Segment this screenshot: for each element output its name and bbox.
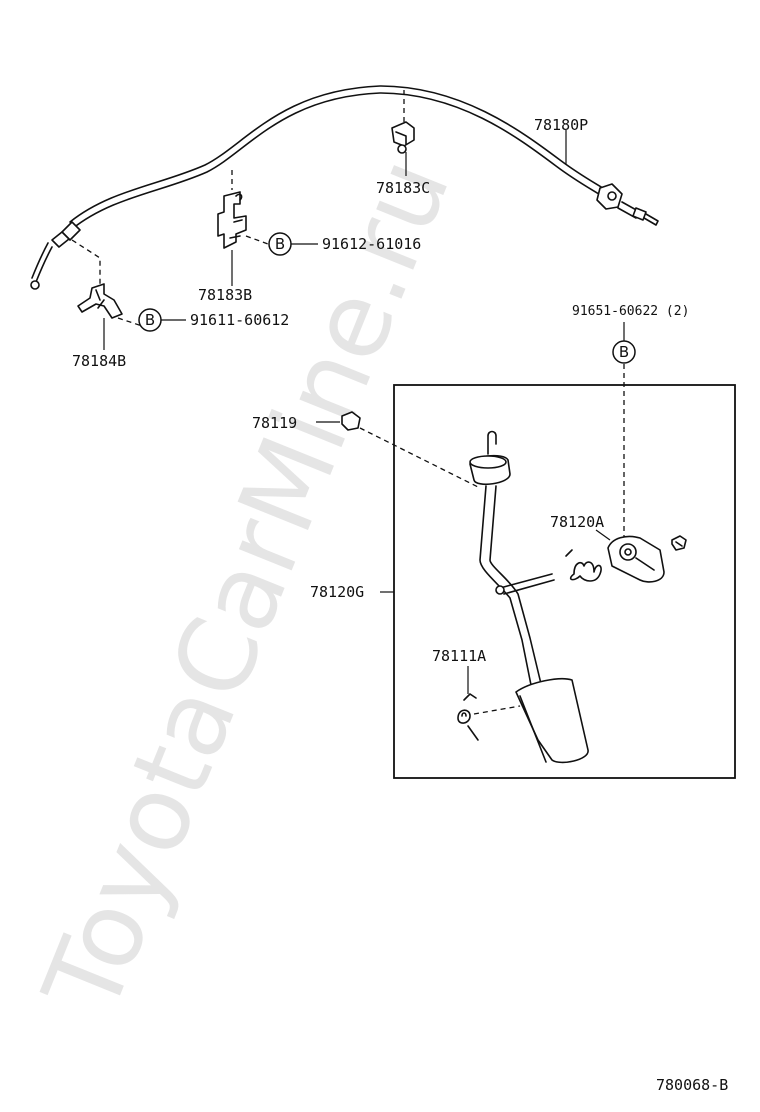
pedal-arm-78120g: [469, 430, 589, 764]
spring-78111a: [457, 666, 521, 741]
svg-text:B: B: [145, 311, 155, 329]
pedal-assembly-frame: [393, 384, 736, 779]
bracket-78184b: [71, 239, 143, 327]
label-78111a: 78111A: [432, 647, 486, 665]
bracket-78120a: [595, 529, 687, 583]
label-78119: 78119: [252, 414, 297, 432]
callout-b-lower: B: [138, 308, 186, 332]
throttle-cable: [30, 85, 659, 290]
label-78183b: 78183B: [198, 286, 252, 304]
label-91612-61016: 91612-61016: [322, 235, 421, 253]
label-78120g: 78120G: [310, 583, 364, 601]
label-78120a: 78120A: [550, 513, 604, 531]
label-78180p: 78180P: [534, 116, 588, 134]
label-78183c: 78183C: [376, 179, 430, 197]
label-91651-60622: 91651-60622 (2): [572, 304, 689, 319]
clamp-78183c: [391, 90, 415, 154]
svg-text:B: B: [619, 343, 629, 361]
stopper-78119: [316, 411, 481, 489]
callout-b-pedal: B: [612, 322, 636, 540]
return-spring: [565, 549, 602, 582]
bracket-78183b: [217, 170, 269, 249]
diagram-id: 780068-B: [656, 1076, 728, 1094]
label-91611-60612: 91611-60612: [190, 311, 289, 329]
callout-b-bracket: B: [268, 232, 318, 256]
watermark-text: ToyotaCarMine.ru: [20, 141, 474, 1030]
svg-text:B: B: [275, 235, 285, 253]
label-78184b: 78184B: [72, 352, 126, 370]
